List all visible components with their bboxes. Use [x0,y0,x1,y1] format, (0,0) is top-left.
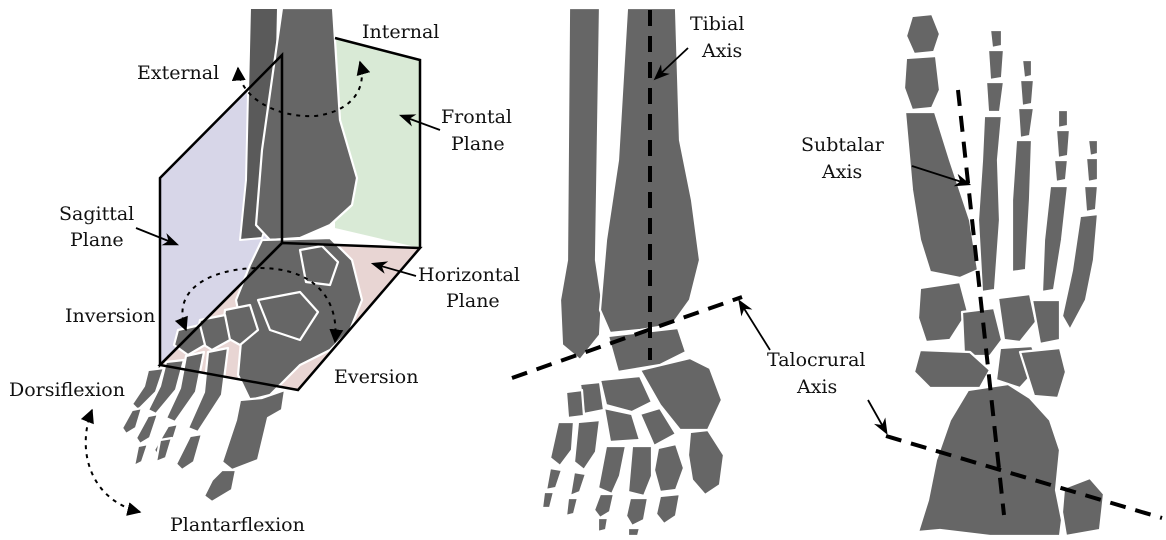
frontal-plane-label-line1: Frontal [441,106,512,128]
external-label: External [137,62,219,84]
horizontal-plane-label-line1: Horizontal [418,264,520,286]
right-panel-subtalar: Subtalar Axis [801,14,1162,536]
tibial-axis-label-line2: Axis [701,40,742,62]
inversion-label: Inversion [65,305,155,327]
subtalar-axis-label-line2: Axis [821,161,862,183]
left-panel-planes-diagram: Internal External Frontal Plane Sagittal… [9,8,520,536]
middle-panel-tibial-talocrural: Tibial Axis Talocrural Axis [512,8,866,536]
sagittal-plane-label-line1: Sagittal [59,203,134,225]
subtalar-axis-label-line1: Subtalar [801,134,885,156]
talocrural-axis-label-line2: Axis [796,376,837,398]
talocrural-axis-pointer-right [868,400,886,432]
plantarflexion-label: Plantarflexion [170,514,305,536]
eversion-label: Eversion [334,366,418,388]
middle-leg-bones [542,8,724,536]
right-foot-bones [904,14,1104,536]
talocrural-axis-pointer [740,302,770,350]
internal-label: Internal [362,21,439,43]
dorsiflexion-label: Dorsiflexion [9,379,125,401]
sagittal-plane-label-line2: Plane [70,229,124,251]
tibial-axis-label-line1: Tibial [690,13,744,35]
frontal-plane-label-line2: Plane [451,133,505,155]
horizontal-plane-label-line2: Plane [446,290,500,312]
talocrural-axis-label-line1: Talocrural [767,349,866,371]
